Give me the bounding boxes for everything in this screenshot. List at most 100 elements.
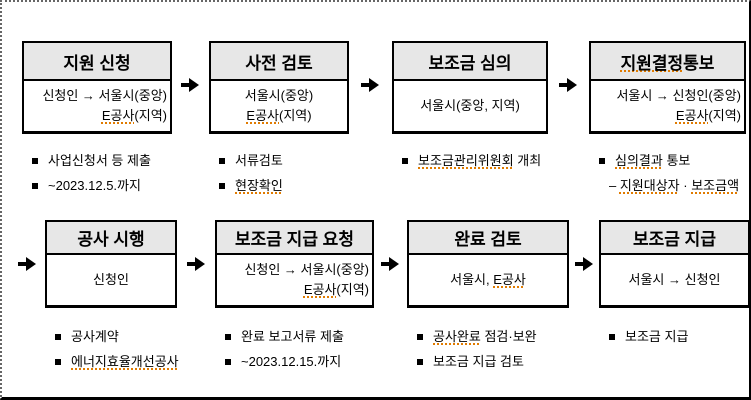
body-line: 신청인 → 서울시(중앙) [244,260,369,280]
text-segment: 서울시, [450,272,494,287]
note-item: 공사계약 [53,324,177,349]
text-segment: 서울시(중앙, 지역) [420,98,520,113]
note-list: 사업신청서 등 제출 ~2023.12.5.까지 [30,148,172,198]
text-segment: 서류검토 [235,153,283,168]
flow-step-apply: 지원 신청 신청인 → 서울시(중앙) E공사(지역) 사업신청서 등 제출 ~… [22,41,172,198]
flow-box-body: 신청인 → 서울시(중앙) E공사(지역) [217,255,372,305]
text-segment: 사전 검토 [245,53,313,73]
body-line: E공사(지역) [676,106,741,126]
note-item: 보조금 지급 검토 [415,349,569,374]
text-segment: 보조금 심의 [428,53,512,73]
text-segment: 통보 [662,153,691,168]
flow-step-construction: 공사 시행 신청인 공사계약 에너지효율개선공사 [45,220,179,374]
text-segment: 완료 보고서류 제출 [241,329,344,344]
text-segment: 신청인 [93,272,129,287]
flow-box-body: 서울시(중앙, 지역) [394,81,546,131]
note-list: 공사완료 점검·보완 보조금 지급 검토 [415,324,569,374]
flow-box: 지원 신청 신청인 → 서울시(중앙) E공사(지역) [22,41,172,134]
note-item: 에너지효율개선공사 [53,349,179,374]
note-item: 서류검토 [217,148,349,173]
body-line: 서울시 → 신청인(중앙) [616,86,741,106]
right-arrow-icon [360,77,380,93]
text-segment: 공사계약 [71,329,119,344]
text-segment: 보조금관리위원회 [418,153,514,168]
note-item: ~2023.12.5.까지 [30,173,172,198]
flow-box-title: 보조금 심의 [394,43,546,81]
note-item: 보조금 지급 [607,324,749,349]
text-segment: · [679,178,692,193]
flow-box: 공사 시행 신청인 [45,220,177,308]
text-segment: ~2023.12.5.까지 [48,178,141,193]
note-item: 공사완료 점검·보완 [415,324,569,349]
note-list: 보조금관리위원회 개최 [400,148,548,173]
note-list: 공사계약 에너지효율개선공사 [53,324,179,374]
note-subitem: – 지원대상자 · 보조금액 [597,173,746,198]
flow-step-completion-review: 완료 검토 서울시, E공사 공사완료 점검·보완 보조금 지급 검토 [407,220,569,374]
text-segment: 심의결과 [615,153,663,168]
note-list: 심의결과 통보 – 지원대상자 · 보조금액 [597,148,746,198]
text-segment: 신청인 → 서울시(중앙) [244,262,369,277]
body-line: 서울시, E공사 [450,270,526,290]
text-segment: E공사 [101,108,135,123]
flow-box-title: 사전 검토 [211,43,347,81]
flow-box: 지원결정 통보 서울시 → 신청인(중앙) E공사(지역) [589,41,746,134]
note-item: 사업신청서 등 제출 [30,148,172,173]
text-segment: – [609,178,620,193]
body-line: E공사(지역) [102,106,167,126]
body-line: 서울시(중앙) [245,86,313,106]
flow-box: 보조금 지급 요청 신청인 → 서울시(중앙) E공사(지역) [215,220,374,308]
text-segment: 서울시(중앙) [244,88,314,103]
flow-step-subsidy-payment: 보조금 지급 서울시 → 신청인 보조금 지급 [599,220,749,349]
text-segment: 사업신청서 등 제출 [48,153,151,168]
flow-box-body: 서울시(중앙) E공사(지역) [211,81,347,131]
text-segment: E공사 [303,282,337,297]
text-segment: E공사 [493,272,526,287]
text-segment: 보조금액 [691,178,740,193]
flow-box-body: 신청인 → 서울시(중앙) E공사(지역) [24,81,170,131]
body-line: 서울시(중앙, 지역) [420,96,520,116]
text-segment: 보조금 지급 검토 [433,354,524,369]
text-segment: (지역) [279,108,312,123]
text-segment: 지원결정 [620,53,684,73]
note-item: 심의결과 통보 [597,148,746,173]
flow-box-title: 지원 신청 [24,43,170,81]
text-segment: 현장확인 [235,178,283,193]
text-segment: E공사 [675,108,709,123]
flow-step-subsidy-deliberation: 보조금 심의 서울시(중앙, 지역) 보조금관리위원회 개최 [392,41,548,173]
text-segment: 보조금 지급 요청 [235,230,354,249]
body-line: 신청인 [93,270,129,290]
flow-box-title: 지원결정 통보 [591,43,744,81]
text-segment: 보조금 지급 [633,230,716,249]
flow-box-body: 서울시 → 신청인(중앙) E공사(지역) [591,81,744,131]
right-arrow-icon [574,256,594,272]
flow-step-decision-notice: 지원결정 통보 서울시 → 신청인(중앙) E공사(지역) 심의결과 통보 – … [589,41,746,198]
text-segment: (지역) [134,108,167,123]
text-segment: 점검·보완 [480,329,537,344]
flow-box-title: 보조금 지급 요청 [217,222,372,255]
text-segment: 서울시 → 신청인(중앙) [616,88,741,103]
note-item: 완료 보고서류 제출 [223,324,374,349]
note-item: ~2023.12.15.까지 [223,349,374,374]
right-arrow-icon [186,256,206,272]
text-segment: 개최 [513,153,542,168]
flow-box-body: 신청인 [47,255,175,305]
flow-step-payment-request: 보조금 지급 요청 신청인 → 서울시(중앙) E공사(지역) 완료 보고서류 … [215,220,374,374]
text-segment: 공사완료 [433,329,481,344]
text-segment: 완료 검토 [454,230,522,249]
text-segment: 지원 신청 [63,53,131,73]
note-item: 보조금관리위원회 개최 [400,148,548,173]
text-segment: 에너지효율개선공사 [71,354,179,369]
text-segment: E공사 [246,108,279,123]
flow-box: 사전 검토 서울시(중앙) E공사(지역) [209,41,349,134]
note-list: 완료 보고서류 제출 ~2023.12.15.까지 [223,324,374,374]
right-arrow-icon [180,77,200,93]
text-segment: 보조금 지급 [625,329,689,344]
text-segment: 서울시 → 신청인 [628,272,721,287]
body-line: 서울시 → 신청인 [629,270,721,290]
note-item: 현장확인 [217,173,349,198]
text-segment: (지역) [336,282,369,297]
flow-box: 보조금 지급 서울시 → 신청인 [599,220,749,308]
text-segment: ~2023.12.15.까지 [241,354,342,369]
text-segment: 공사 시행 [77,230,145,249]
